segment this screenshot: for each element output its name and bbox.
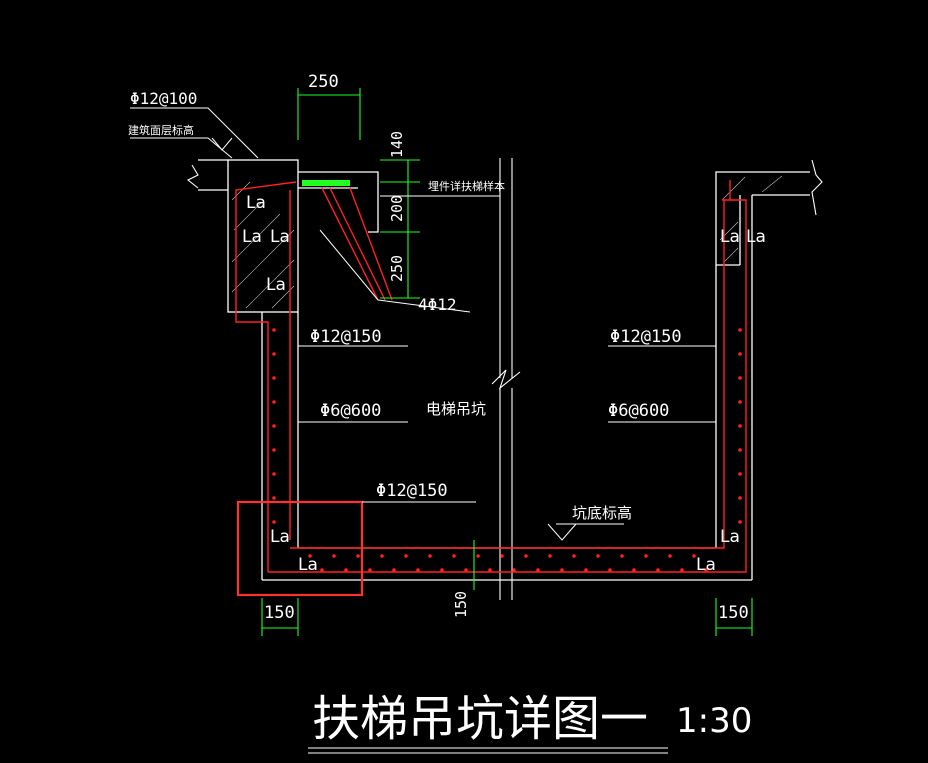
rebar-dot — [332, 554, 336, 558]
dim-bottom-left: 150 — [264, 603, 295, 623]
dim-slab: 150 — [452, 591, 470, 618]
rebar-dot — [512, 568, 516, 572]
rebar-dot — [452, 554, 456, 558]
rebar-dot — [738, 520, 742, 524]
label-rebar-top: Φ12@100 — [130, 89, 197, 108]
rebar-dot — [608, 568, 612, 572]
rebar-dot — [656, 568, 660, 572]
la-label: La — [298, 555, 318, 575]
left-beam-block — [227, 159, 299, 313]
rebar-dot — [272, 400, 276, 404]
dimension-lines — [261, 88, 753, 636]
embed-plate — [302, 180, 350, 186]
rebar-dot — [368, 568, 372, 572]
rebar-dot — [440, 568, 444, 572]
rebar-dot — [738, 400, 742, 404]
rebar-dot — [620, 554, 624, 558]
la-label: La — [270, 527, 290, 547]
label-bottom-main: Φ12@150 — [376, 481, 448, 501]
break-lines — [186, 158, 823, 600]
rebar-dot — [738, 472, 742, 476]
la-label: La — [242, 227, 262, 247]
dim-200: 200 — [388, 195, 406, 222]
rebar-dot — [584, 568, 588, 572]
leader-lines — [130, 107, 716, 754]
label-left-main: Φ12@150 — [310, 327, 382, 347]
rebar-dot — [548, 554, 552, 558]
la-label: La — [720, 227, 740, 247]
rebar-dot — [738, 352, 742, 356]
rebar-dot — [738, 376, 742, 380]
rebar-dot — [416, 568, 420, 572]
rebar-dot — [272, 472, 276, 476]
rebar-dot — [644, 554, 648, 558]
dim-250: 250 — [388, 255, 406, 282]
la-label: La — [246, 193, 266, 213]
rebar-dot — [428, 554, 432, 558]
rebar-dot — [272, 496, 276, 500]
rebar-dot — [344, 568, 348, 572]
rebar-dot — [668, 554, 672, 558]
rebar-dot — [404, 554, 408, 558]
la-label: La — [746, 227, 766, 247]
rebar-dot — [476, 554, 480, 558]
rebar-dot — [272, 520, 276, 524]
rebar-dot — [738, 448, 742, 452]
rebar-dot — [464, 568, 468, 572]
rebar-dot — [738, 424, 742, 428]
drawing-title: 扶梯吊坑详图一 — [312, 691, 648, 747]
rebar-dot — [272, 448, 276, 452]
rebar-dot — [692, 554, 696, 558]
rebar-dot — [572, 554, 576, 558]
rebar-dot — [500, 554, 504, 558]
dim-140: 140 — [388, 131, 406, 158]
label-embed: 埋件详扶梯样本 — [428, 179, 505, 193]
concrete-hatch — [231, 175, 783, 309]
rebar-dot — [356, 554, 360, 558]
rebar-dots — [272, 328, 742, 572]
highlight-box — [236, 500, 364, 597]
rebar-dot — [524, 554, 528, 558]
label-floor-level: 建筑面层标高 — [128, 123, 194, 137]
rebar-dot — [272, 424, 276, 428]
label-left-tie: Φ6@600 — [320, 401, 381, 421]
dim-top-width: 250 — [308, 72, 339, 92]
rebar-dot — [738, 496, 742, 500]
rebar-dot — [596, 554, 600, 558]
rebar-dot — [272, 352, 276, 356]
rebar-dot — [272, 376, 276, 380]
la-label: La — [696, 555, 716, 575]
rebar-dot — [560, 568, 564, 572]
label-pit-name: 电梯吊坑 — [426, 400, 486, 418]
rebar-dot — [488, 568, 492, 572]
rebar-dot — [680, 568, 684, 572]
la-label: La — [270, 227, 290, 247]
rebar-dot — [380, 554, 384, 558]
dim-bottom-right: 150 — [718, 603, 749, 623]
label-right-main: Φ12@150 — [610, 327, 682, 347]
rebar-dot — [320, 568, 324, 572]
rebar-dot — [632, 568, 636, 572]
rebar-dot — [392, 568, 396, 572]
rebar-dot — [272, 328, 276, 332]
rebar-dot — [704, 568, 708, 572]
label-4bars: 4Φ12 — [418, 295, 457, 314]
concrete-outline — [198, 159, 810, 581]
rebar-dot — [536, 568, 540, 572]
drawing-scale: 1:30 — [676, 701, 752, 741]
text-labels: 250 Φ12@100 建筑面层标高 140 200 250 埋件详扶梯样本 4… — [128, 72, 766, 747]
rebar — [235, 180, 747, 573]
la-label: La — [266, 275, 286, 295]
rebar-dot — [738, 328, 742, 332]
label-right-tie: Φ6@600 — [608, 401, 669, 421]
rebar-dot — [308, 554, 312, 558]
label-pit-bottom: 坑底标高 — [572, 504, 632, 522]
la-label: La — [720, 527, 740, 547]
